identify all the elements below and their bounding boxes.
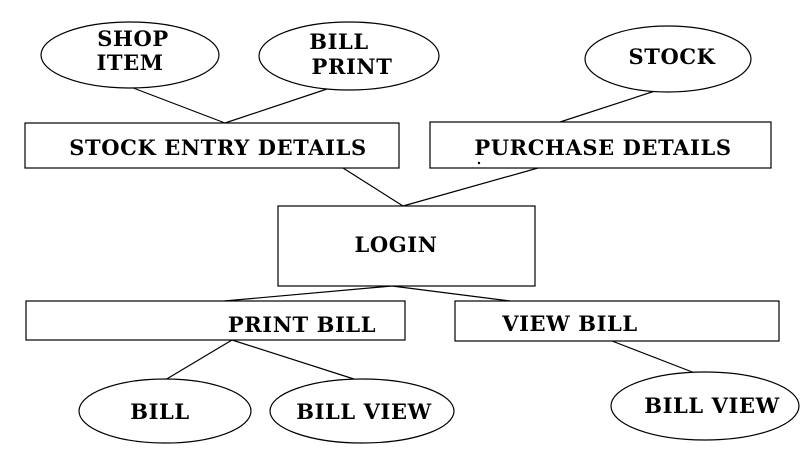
edge-purchase-to-login [402,167,539,207]
node-view-bill: VIEW BILL [454,300,780,342]
edge-print-bill-to-bill [164,339,233,381]
edge-print-bill-to-bill-view [231,339,358,381]
connectors [127,85,701,381]
bill-print-label-line1: BILL [309,29,369,54]
edge-bill-print-to-stock-entry [224,88,328,124]
stock-label: STOCK [628,44,715,69]
node-bill-view-right: BILL VIEW [610,371,800,441]
login-label: LOGIN [354,232,437,257]
edge-shop-item-to-stock-entry [127,85,226,124]
print-bill-box [25,300,406,341]
stock-entry-details-label: STOCK ENTRY DETAILS [69,135,366,160]
node-bill-view-left: BILL VIEW [269,378,455,444]
edge-stock-entry-to-login [342,167,404,207]
node-login: LOGIN [277,205,536,287]
edge-login-to-view-bill [391,285,511,302]
purchase-details-label: PURCHASE DETAILS [474,135,731,160]
stock-ellipse [584,25,752,93]
bill-view-right-label: BILL VIEW [644,393,780,418]
view-bill-box [454,300,780,342]
print-bill-label: PRINT BILL [228,312,376,337]
bill-print-ellipse [258,21,440,91]
shop-item-label-line2: ITEM [96,50,163,75]
node-stock: STOCK [584,25,752,93]
bill-view-left-label: BILL VIEW [296,399,432,424]
bill-label: BILL [130,399,190,424]
node-purchase-details: PURCHASE DETAILS [429,121,772,169]
node-print-bill: PRINT BILL [25,300,406,341]
edge-stock-to-purchase [559,90,656,123]
node-bill-print: BILL PRINT [258,21,440,91]
login-box [277,205,536,287]
node-shop-item: SHOP ITEM [40,21,220,89]
view-bill-label: VIEW BILL [501,311,638,336]
bill-view-right-ellipse [610,371,800,441]
stray-dot [477,161,481,165]
purchase-details-box [429,121,772,169]
edge-view-bill-to-bill-view [611,340,701,376]
bill-ellipse [78,378,252,444]
node-bill: BILL [78,378,252,444]
edge-login-to-print-bill [223,285,393,302]
bill-print-label-line2: PRINT [312,54,393,79]
shop-item-ellipse [40,21,220,89]
node-stock-entry-details: STOCK ENTRY DETAILS [24,122,400,169]
bill-view-left-ellipse [269,378,455,444]
stock-entry-details-box [24,122,400,169]
shop-item-label-line1: SHOP [97,26,169,51]
